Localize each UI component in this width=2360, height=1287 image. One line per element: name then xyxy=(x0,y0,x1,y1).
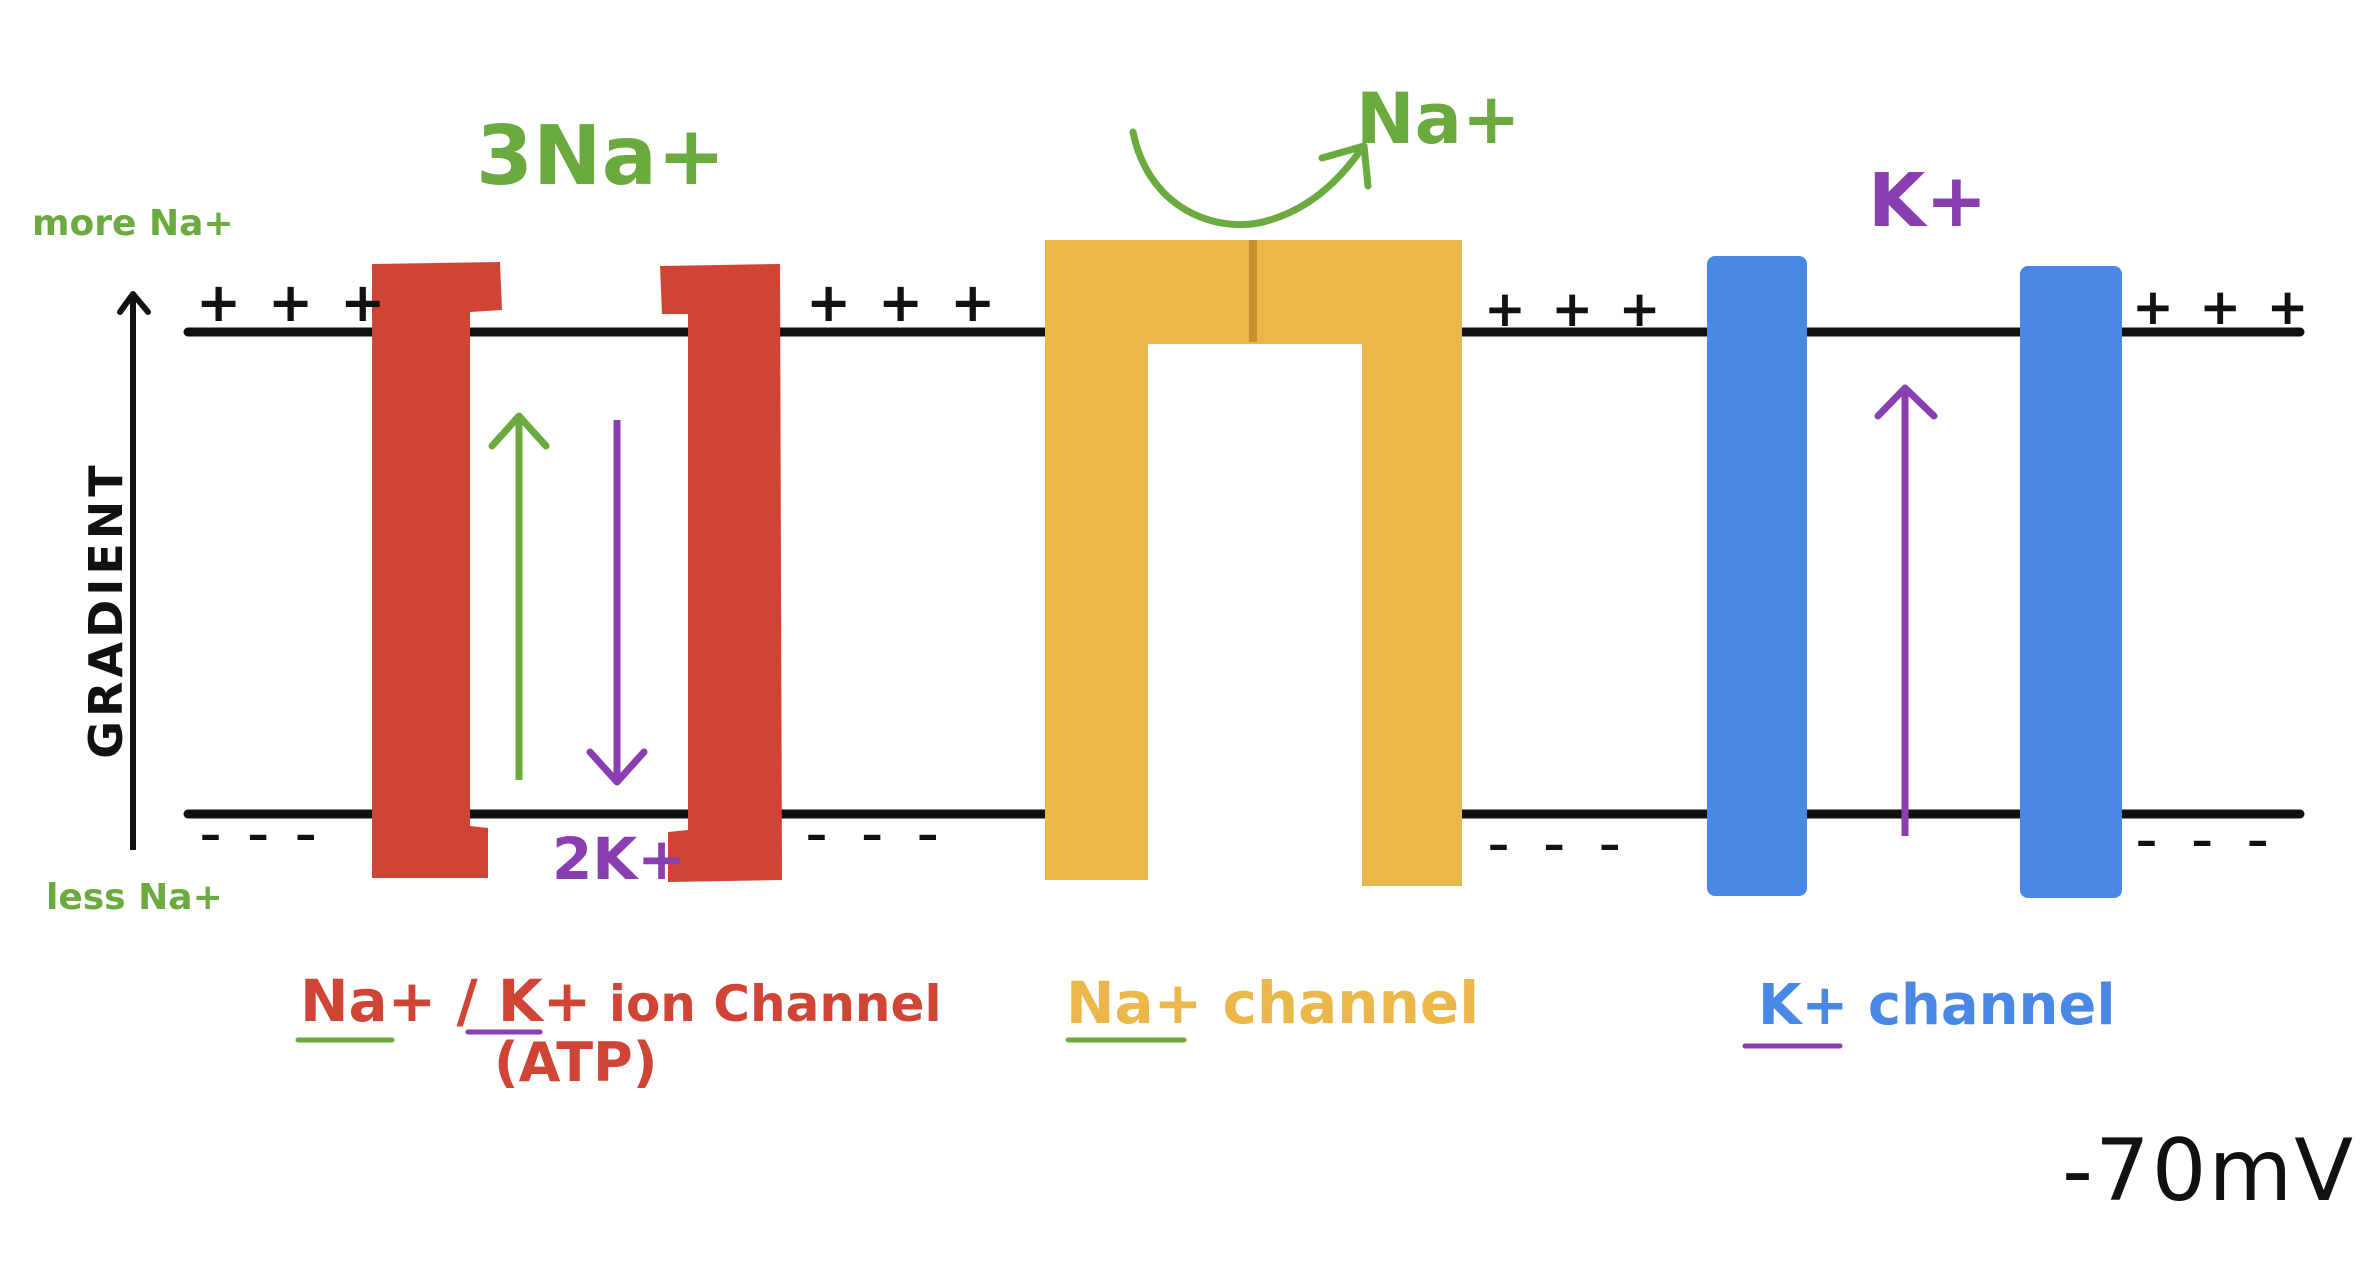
label-underlines xyxy=(295,1029,1843,1049)
inside-charge-2: – – – xyxy=(806,810,949,859)
inside-charge-4: – – – xyxy=(2136,816,2279,865)
pump-na-ion-label: 3Na+ xyxy=(476,109,726,204)
na-channel-label: Na+ channel xyxy=(1066,974,1479,1032)
outside-charge-1: + + + xyxy=(196,271,390,334)
k-channel-label-k: K+ xyxy=(1758,973,1849,1038)
na-channel-ion-label: Na+ xyxy=(1356,78,1521,160)
less-na-label: less Na+ xyxy=(46,877,223,918)
pump-k-ion-label: 2K+ xyxy=(552,825,686,893)
pump-label-k: K+ xyxy=(497,967,592,1035)
pump-k-arrowhead-icon xyxy=(586,748,648,786)
pump-left-bracket xyxy=(372,262,502,878)
k-channel-label: K+ channel xyxy=(1758,978,2116,1034)
gradient-axis-label: GRADIENT xyxy=(79,461,133,759)
na-channel-curved-arrow xyxy=(1129,128,1366,229)
membrane-lines xyxy=(183,327,2305,819)
pump-label-sep: / xyxy=(436,967,498,1035)
outside-charge-3: + + + xyxy=(1484,280,1665,338)
k-channel-right-bar xyxy=(2020,266,2122,898)
k-channel-arrowhead-icon xyxy=(1874,384,1938,420)
na-channel-label-rest: channel xyxy=(1202,969,1480,1037)
k-channel-shape xyxy=(1707,256,2122,898)
pump-label: Na+ / K+ ion Channel xyxy=(300,972,942,1030)
na-channel-label-na: Na+ xyxy=(1066,969,1203,1037)
na-channel-shape xyxy=(1045,240,1462,886)
pump-label-na: Na+ xyxy=(300,967,437,1035)
na-channel-body xyxy=(1045,240,1462,886)
membrane-potential-label: -70mV xyxy=(2062,1121,2356,1221)
pump-right-bracket xyxy=(660,264,782,882)
k-channel-ion-label: K+ xyxy=(1868,158,1988,244)
more-na-label: more Na+ xyxy=(32,203,234,244)
na-k-pump xyxy=(372,262,782,882)
outside-charge-2: + + + xyxy=(806,271,1000,334)
gradient-arrowhead-icon xyxy=(117,291,151,315)
inside-charge-1: – – – xyxy=(200,810,323,859)
pump-sublabel: (ATP) xyxy=(494,1031,658,1094)
gradient-axis xyxy=(117,291,151,850)
k-channel-label-rest: channel xyxy=(1848,973,2116,1038)
na-channel-arrowhead-icon xyxy=(1318,142,1372,190)
outside-charge-4: + + + xyxy=(2132,278,2313,336)
inside-charge-3: – – – xyxy=(1488,820,1631,869)
ion-arrows xyxy=(488,128,1938,836)
k-channel-left-bar xyxy=(1707,256,1807,896)
pump-label-rest: ion Channel xyxy=(591,975,942,1033)
pump-na-arrowhead-icon xyxy=(488,412,550,450)
